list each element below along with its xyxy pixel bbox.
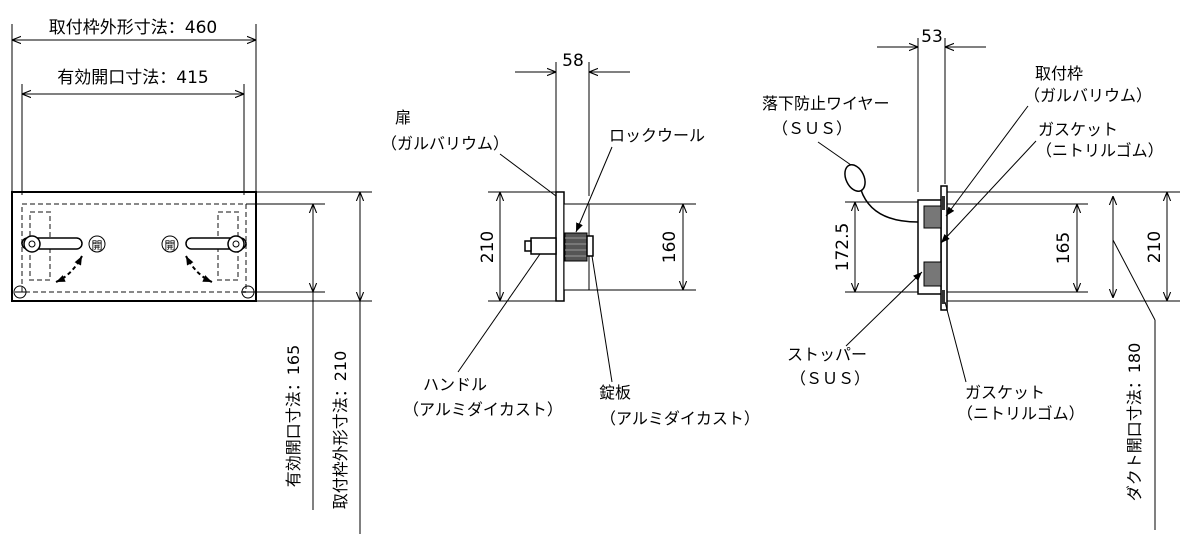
frame-leader: [945, 105, 1029, 217]
stopper-label: ストッパー: [787, 345, 867, 364]
gasket-top-label: ガスケット: [1038, 120, 1118, 139]
width-58-text: 58: [562, 51, 584, 71]
opening-height-dim-text: 有効開口寸法：165: [284, 345, 303, 488]
gasket-top-strip: [941, 196, 945, 210]
wire-loop: [844, 164, 866, 192]
handle-left: [21, 235, 83, 253]
handle-material: （アルミダイカスト）: [403, 400, 563, 419]
latch-material: （アルミダイカスト）: [600, 409, 760, 428]
height-165-text: 165: [1054, 232, 1074, 264]
height-210-text: 210: [478, 231, 498, 263]
door-label: 扉: [395, 108, 411, 127]
opening-dim-text: 有効開口寸法：415: [57, 68, 208, 88]
side-view: 58 210 160 扉 （ガルバリウム） ロックウール ハンドル （アルミダイ…: [381, 51, 760, 428]
handle-knob: [524, 240, 532, 252]
handle-label: ハンドル: [423, 375, 487, 394]
height-210-text: 210: [1145, 231, 1165, 263]
gasket-bottom-label: ガスケット: [965, 383, 1045, 402]
wire-label: 落下防止ワイヤー: [762, 94, 890, 113]
handle-left-dashed: [29, 211, 51, 281]
door-material: （ガルバリウム）: [381, 134, 509, 153]
upper-block: [923, 205, 942, 229]
frame-outer-dim-text: 取付枠外形寸法：460: [49, 18, 217, 38]
rockwool-hatch: [565, 237, 587, 257]
stopper-material: （ＳＵＳ）: [790, 369, 870, 388]
gasket-bottom-strip: [941, 290, 945, 304]
gasket-top-material: （ニトリルゴム）: [1036, 141, 1164, 160]
stopper-leader: [845, 271, 923, 347]
gasket-bottom-material: （ニトリルゴム）: [957, 404, 1085, 423]
gasket-bottom-leader: [944, 301, 967, 383]
handle-leader: [457, 253, 541, 373]
open-mark-right-text: 開: [165, 239, 176, 252]
handle-body: [530, 237, 557, 255]
rotate-arrow-left-icon: [55, 255, 83, 283]
frame-height-dim-text: 取付枠外形寸法：210: [331, 351, 350, 510]
stopper-block: [923, 261, 942, 287]
rockwool-label: ロックウール: [609, 126, 705, 145]
latch-label: 錠板: [599, 383, 631, 402]
section-view: 53 172.5 165 210 ダクト開口寸法：180 落下防: [762, 27, 1180, 530]
duct-dim-text: ダクト開口寸法：180: [1125, 343, 1144, 502]
door-plate: [555, 191, 565, 302]
frame-material: （ガルバリウム）: [1024, 86, 1152, 105]
height-172-text: 172.5: [833, 223, 853, 272]
front-panel-outline: [11, 191, 257, 302]
fall-prevention-wire: [860, 189, 919, 223]
open-mark-left: [88, 235, 106, 253]
rockwool-leader: [575, 146, 613, 233]
latch-plate: [586, 235, 594, 257]
frame-label: 取付枠: [1035, 64, 1083, 83]
gasket-top-leader: [940, 140, 1037, 244]
height-160-text: 160: [660, 231, 680, 263]
opening-dashed-outline: [21, 203, 247, 293]
handle-right: [185, 235, 247, 253]
front-view: 取付枠外形寸法：460 有効開口寸法：415: [11, 18, 372, 534]
rockwool-block: [564, 232, 588, 262]
wire-material: （ＳＵＳ）: [772, 119, 852, 138]
handle-right-dashed: [217, 211, 239, 281]
latch-leader: [591, 255, 613, 383]
screw-icon: [13, 285, 27, 299]
duct-leader-diag: [1112, 239, 1156, 321]
width-53-text: 53: [921, 27, 943, 47]
open-mark-right: [161, 235, 179, 253]
rotate-arrow-right-icon: [185, 255, 213, 283]
open-mark-left-text: 開: [92, 239, 103, 252]
door-leader: [499, 153, 557, 197]
wire-leader: [817, 141, 852, 166]
